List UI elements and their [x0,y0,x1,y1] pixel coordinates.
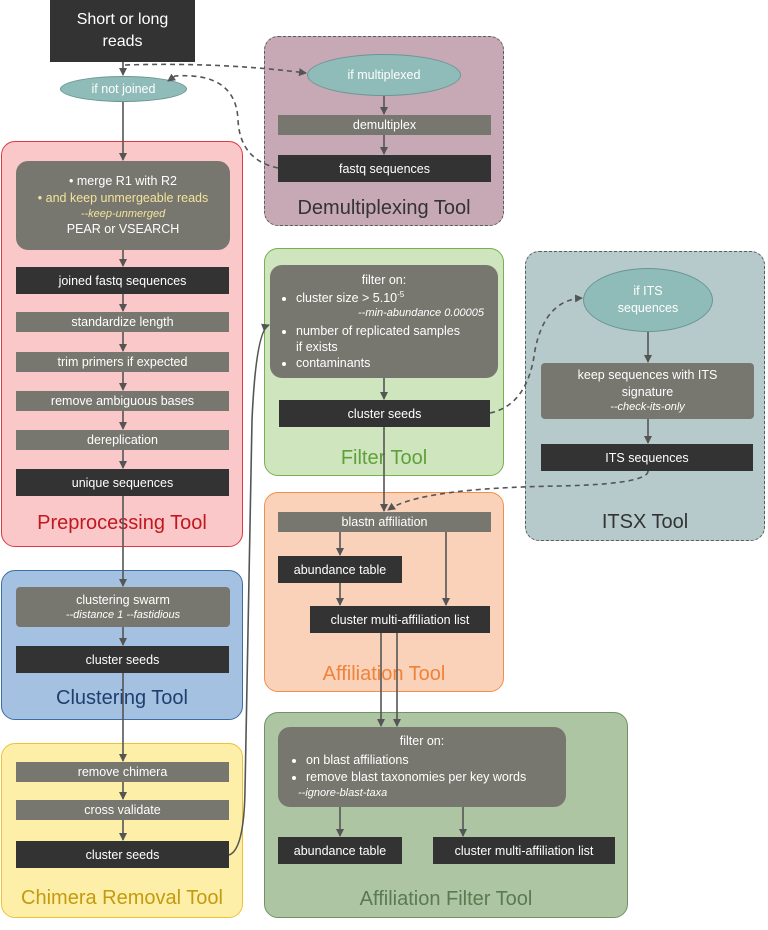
keep-its-line1: keep sequences with ITS [577,367,718,382]
affiliation-filter-title: Affiliation Filter Tool [359,888,533,910]
standardize-step: standardize length [16,312,229,332]
filter-item-size-exp: -5 [397,289,405,299]
blastn-step: blastn affiliation [278,512,491,532]
ambiguous-label: remove ambiguous bases [50,394,195,408]
cross-validate-step: cross validate [16,800,229,820]
merge-step: • merge R1 with R2 • and keep unmergeabl… [16,161,230,250]
arrow-chimera-to-filter [228,323,270,856]
affiliation-filter-multi-label: cluster multi-affiliation list [454,843,594,858]
filter-item-size-option: --min-abundance 0.00005 [358,307,484,320]
affiliation-multi-output: cluster multi-affiliation list [310,606,490,633]
clustering-seeds-output: cluster seeds [16,646,229,673]
keep-its-option: --check-its-only [610,401,685,414]
demux-fastq-output: fastq sequences [278,155,491,182]
affiliation-title: Affiliation Tool [322,663,446,685]
swarm-step: clustering swarm --distance 1 --fastidio… [16,587,230,627]
filter-item-replicated-b: if exists [296,339,338,354]
blastn-label: blastn affiliation [341,515,428,529]
if-not-joined-oval: if not joined [60,76,187,102]
if-its-line1: if ITS [633,284,663,299]
its-sequences-output: ITS sequences [541,444,753,471]
affiliation-abundance-output: abundance table [278,556,402,583]
chimera-title: Chimera Removal Tool [21,887,223,909]
filter-seeds-label: cluster seeds [347,406,422,421]
joined-label: joined fastq sequences [58,273,187,288]
unique-label: unique sequences [71,475,174,490]
trim-step: trim primers if expected [16,352,229,372]
standardize-label: standardize length [71,315,174,329]
remove-chimera-label: remove chimera [77,765,168,779]
arrow-input-to-multiplexed [124,63,307,77]
affiliation-filter-criteria: filter on: on blast affiliations remove … [278,727,566,807]
filter-criteria: filter on: cluster size > 5.10-5 --min-a… [270,265,498,378]
demux-fastq-label: fastq sequences [338,161,431,176]
swarm-option: --distance 1 --fastidious [65,608,181,621]
if-multiplexed-label: if multiplexed [347,67,421,82]
demultiplexing-title: Demultiplexing Tool [297,197,471,219]
affiliation-filter-multi-output: cluster multi-affiliation list [433,837,615,864]
merge-line3: PEAR or VSEARCH [66,222,180,237]
input-box: Short or long reads [50,0,195,62]
remove-chimera-step: remove chimera [16,762,229,782]
filter-heading: filter on: [361,272,407,287]
clustering-title: Clustering Tool [56,687,188,709]
input-label: Short or long reads [76,11,169,50]
merge-option: --keep-unmerged [80,207,166,220]
affiliation-multi-label: cluster multi-affiliation list [330,612,470,627]
affiliation-filter-abundance-output: abundance table [278,837,402,864]
its-sequences-label: ITS sequences [605,450,689,465]
affiliation-filter-abundance-label: abundance table [293,843,387,858]
filter-seeds-output: cluster seeds [279,400,490,427]
clustering-seeds-label: cluster seeds [85,652,160,667]
filter-item-contaminants: contaminants [296,355,492,371]
affiliation-filter-item2: remove blast taxonomies per key words [306,769,558,786]
affiliation-filter-heading: filter on: [399,734,445,749]
filter-item-size: cluster size > 5.10-5 [296,290,492,306]
ambiguous-step: remove ambiguous bases [16,391,229,411]
demultiplex-label: demultiplex [352,118,417,132]
cross-validate-label: cross validate [84,803,161,817]
keep-its-step: keep sequences with ITS signature --chec… [541,363,754,419]
unique-output: unique sequences [16,469,229,496]
affiliation-filter-item1: on blast affiliations [306,752,558,769]
affiliation-filter-option: --ignore-blast-taxa [298,786,388,799]
dereplication-step: dereplication [16,430,229,450]
if-not-joined-label: if not joined [91,81,156,96]
swarm-label: clustering swarm [76,592,170,607]
demultiplex-step: demultiplex [278,115,491,135]
if-its-line2: sequences [617,301,679,315]
arrow-fastq-to-ifnotjoined [167,73,279,169]
trim-label: trim primers if expected [57,355,188,369]
arrow-itsseq-to-blastn [387,470,649,511]
dereplication-label: dereplication [87,433,158,447]
itsx-title: ITSX Tool [601,511,689,533]
if-its-oval: if ITS sequences [583,268,713,332]
if-multiplexed-oval: if multiplexed [307,54,461,96]
affiliation-abundance-label: abundance table [293,562,387,577]
chimera-seeds-output: cluster seeds [16,841,229,868]
filter-list: cluster size > 5.10-5 [276,290,492,306]
chimera-seeds-label: cluster seeds [85,847,160,862]
joined-output: joined fastq sequences [16,267,229,294]
affiliation-filter-list: on blast affiliations remove blast taxon… [286,752,558,786]
arrow-seeds-to-its [489,294,583,414]
preprocessing-title: Preprocessing Tool [37,512,207,534]
keep-its-line2: signature [621,384,674,399]
merge-line2: • and keep unmergeable reads [37,190,209,205]
merge-line1: • merge R1 with R2 [69,173,177,188]
